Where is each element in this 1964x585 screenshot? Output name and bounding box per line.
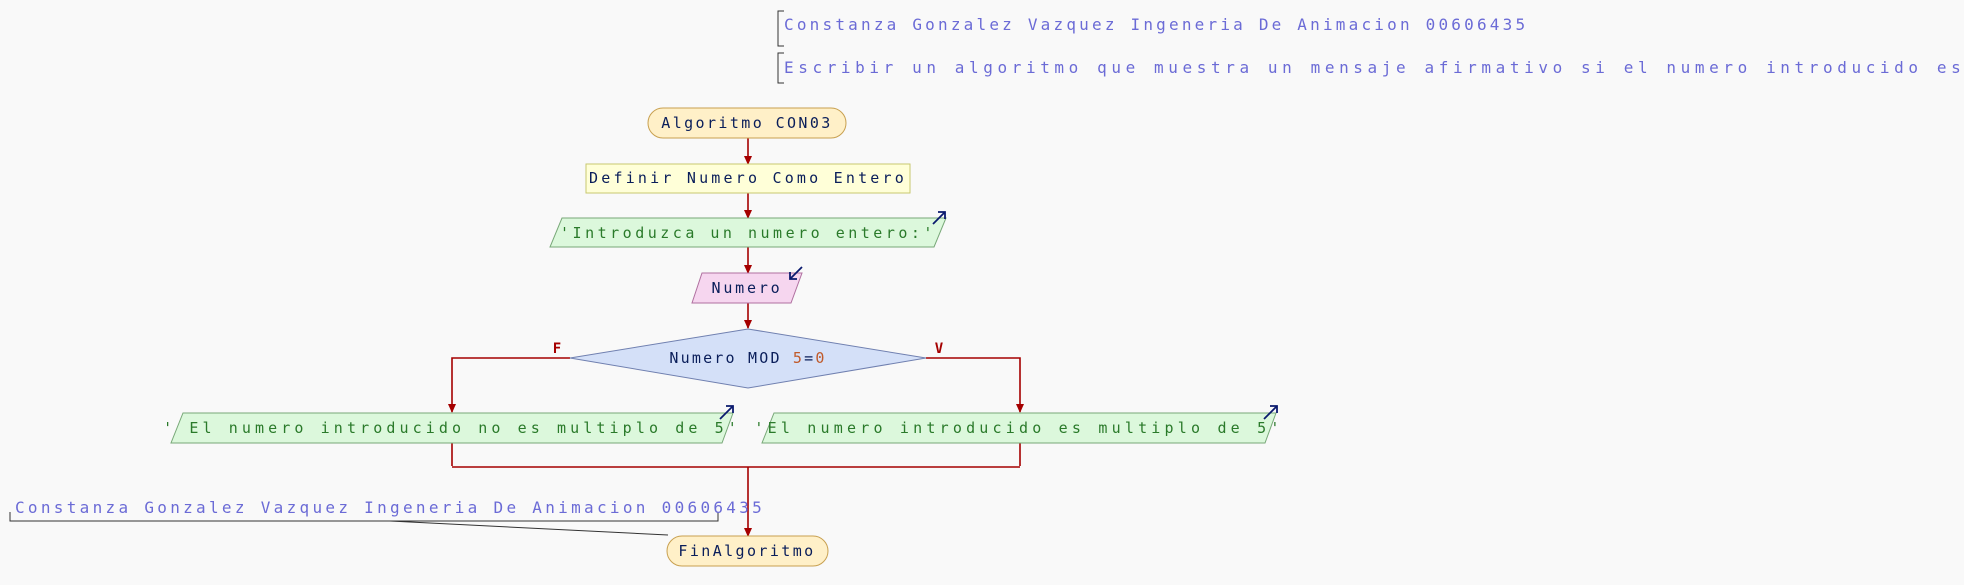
terminal-shape [666,535,829,567]
connector-false-branch [448,357,570,413]
decision-operator: = [804,349,815,367]
true-output: 'El numero introducido es multiplo de 5' [754,405,1283,444]
output-arrow-icon [932,211,946,225]
author-comment-text: Constanza Gonzalez Vazquez Ingeneria De … [784,15,1528,34]
decision-variable: Numero MOD [669,349,793,367]
author-comment-bottom: Constanza Gonzalez Vazquez Ingeneria De … [9,498,765,536]
true-branch-label: V [935,341,944,357]
decision-number: 5 [793,349,804,367]
connector-true-branch [926,357,1024,413]
start-terminal: Algoritmo CON03 [647,107,847,139]
decision-node: Numero MOD 5=0 F V [553,328,944,389]
define-label: Definir Numero Como Entero [589,169,907,187]
false-branch-label: F [553,341,561,357]
prompt-label: 'Introduzca un numero entero:' [560,224,936,242]
description-comment-text: Escribir un algoritmo que muestra un men… [784,58,1964,77]
read-label: Numero [712,279,783,297]
comment-bracket [777,10,784,47]
decision-zero: 0 [815,349,826,367]
comment-bracket [777,52,784,84]
prompt-output: 'Introduzca un numero entero:' [549,211,947,248]
comment-pointer [389,520,669,536]
output-shape [170,412,734,444]
input-arrow-icon [789,266,803,280]
end-terminal: FinAlgoritmo [666,535,829,567]
output-shape [761,412,1277,444]
start-label: Algoritmo CON03 [661,114,832,132]
author-comment-bottom-text: Constanza Gonzalez Vazquez Ingeneria De … [15,498,765,517]
output-arrow-icon [719,405,734,420]
author-comment-top: Constanza Gonzalez Vazquez Ingeneria De … [777,10,1528,47]
true-output-label: 'El numero introducido es multiplo de 5' [754,419,1283,437]
output-arrow-icon [1263,405,1278,420]
false-output: ' El numero introducido no es multiplo d… [163,405,741,444]
decision-label: Numero MOD 5=0 [669,349,826,367]
define-process: Definir Numero Como Entero [585,163,911,194]
read-input: Numero [691,266,803,304]
description-comment: Escribir un algoritmo que muestra un men… [777,52,1964,84]
false-output-label: ' El numero introducido no es multiplo d… [163,419,741,437]
end-label: FinAlgoritmo [678,542,815,560]
process-shape [585,163,911,194]
decision-shape [569,328,927,389]
input-shape [691,272,803,304]
connectors [448,138,1024,537]
terminal-shape [647,107,847,139]
comment-bracket [9,512,719,522]
output-shape [549,217,947,248]
